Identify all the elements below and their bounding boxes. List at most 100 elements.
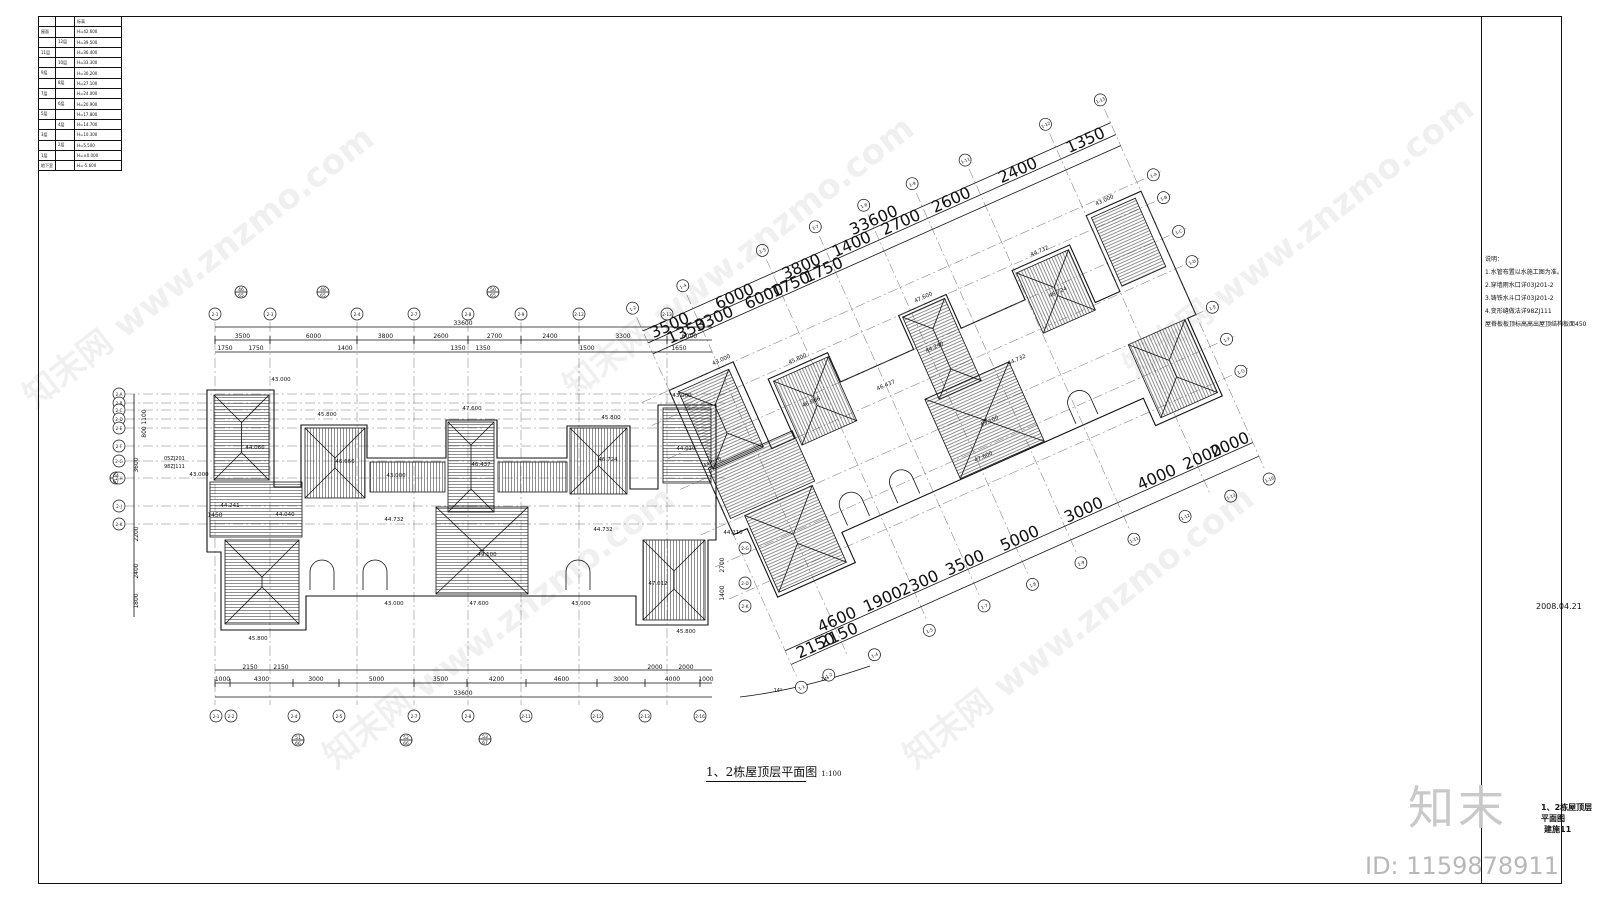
rotated-axis-top: 1-2 (629, 305, 638, 312)
hip-line (673, 588, 706, 621)
rotated-arch-opening (838, 491, 870, 526)
rotated-axis-bottom-bubble (1127, 532, 1141, 546)
section-mark-number: 53 (482, 734, 488, 740)
section-mark-sheet: 66 (403, 741, 409, 747)
axis-bottom: 2-7 (411, 714, 418, 719)
hip-line (812, 356, 829, 397)
rotated-dim-line (652, 145, 1121, 355)
section-mark-number: 52 (403, 735, 409, 741)
hip-line (932, 298, 945, 329)
rotated-axis-line (819, 235, 981, 597)
sub-dim: 1350 (450, 345, 465, 352)
rotated-bottom-dim: 2300 (897, 566, 942, 600)
top-dim: 3500 (235, 333, 250, 340)
axis-bottom: 2-4 (291, 714, 298, 719)
bottom-sub-dim: 2000 (647, 664, 662, 671)
rotated-dim: 2600 (929, 183, 974, 217)
elevation-mark: 45.800 (317, 412, 337, 418)
elevation-mark: 43.000 (386, 473, 406, 479)
rotated-elevation-mark: 44.732 (1007, 354, 1027, 367)
axis-right-bubble (738, 576, 752, 590)
hip-line (712, 432, 728, 470)
axis-bottom: 2-5 (336, 714, 343, 719)
bottom-dim: 4300 (254, 676, 269, 683)
rotated-axis-bottom-bubble (1026, 578, 1039, 591)
angle-label: 14° (821, 677, 830, 683)
rotated-axis-bottom-bubble (1224, 489, 1238, 503)
rotated-axis-top-bubble (676, 279, 690, 293)
rotated-axis-bottom: 1-11 (1129, 535, 1140, 544)
axis-left-bubble (112, 471, 126, 485)
top-dim: 6000 (306, 333, 321, 340)
axis-bottom: 2-1 (213, 714, 220, 719)
roof-hip-b (304, 427, 366, 499)
hip-line (598, 465, 628, 495)
hip-line (984, 361, 1010, 421)
axis-left: 2-G (115, 459, 123, 464)
axis-bottom-bubble (519, 709, 533, 723)
rotated-axis-top: 1-7 (811, 223, 820, 230)
axis-left: 2-F (116, 444, 123, 449)
rotated-axis-top-bubble (958, 153, 972, 167)
elevation-mark: 45.800 (601, 415, 621, 421)
rotated-axis-line (766, 259, 928, 621)
rotated-dim-line (647, 134, 1116, 344)
elevation-mark: 47.600 (462, 406, 482, 412)
elevation-mark: 45.800 (248, 636, 268, 642)
sub-dim: 1650 (671, 345, 686, 352)
notes-heading: 说明： (1485, 256, 1504, 263)
sub-dim: 1500 (579, 345, 594, 352)
sub-dim: 1750 (248, 345, 263, 352)
axis-bottom-bubble (332, 709, 346, 723)
hip-line (984, 419, 1045, 442)
rotated-dim: 2400 (995, 153, 1040, 187)
axis-bottom-bubble (224, 709, 238, 723)
axis-bottom: 2-8 (465, 714, 472, 719)
note-item: 4.变形缝做法详98ZJ111 (1485, 308, 1552, 315)
top-dim: 6000 (682, 333, 697, 340)
plan-scale: 1:100 (821, 770, 842, 778)
axis-top-bubble (407, 307, 421, 321)
hip-line (778, 543, 798, 593)
rotated-axis-bottom: 1-4 (871, 651, 880, 658)
sub-dim: 1400 (337, 345, 352, 352)
hip-line (1128, 344, 1170, 361)
rotated-axis-top-bubble (905, 177, 919, 191)
hip-line (598, 427, 628, 457)
hip-line (435, 506, 483, 551)
hip-line (1168, 319, 1186, 361)
axis-left-bubble (112, 517, 126, 531)
hip-line (1176, 376, 1218, 393)
bottom-dim: 4200 (489, 676, 504, 683)
note-item: 1.水管布置以水施工图为准。 (1485, 269, 1563, 276)
design-notes: 说明： 1.水管布置以水施工图为准。 2.穿墙雨水口详03J201-2 3.铸铁… (1485, 253, 1586, 331)
rotated-axis-bottom-bubble (822, 668, 836, 682)
elevation-mark: 43.000 (571, 601, 591, 607)
hip-line (816, 405, 857, 422)
rotated-axis-right: 1-B (1160, 194, 1168, 201)
rotated-axis-bottom-bubble (795, 680, 808, 694)
rotated-elevation-mark: 44.732 (1030, 245, 1050, 258)
ridge-line (714, 405, 728, 434)
rotated-axis-bottom-bubble (922, 623, 936, 637)
rotated-axis-right: 1-E (1208, 304, 1217, 311)
axis-bottom-bubble (287, 709, 301, 723)
hip-line (481, 550, 529, 595)
axis-left: 2-H (115, 476, 122, 481)
rotated-bottom-dim: 3500 (942, 546, 987, 580)
watermark-logo: 知末 (1408, 781, 1508, 835)
axis-top: 2-9 (518, 312, 525, 317)
overall-dim: 33600 (453, 320, 472, 327)
axis-left: 2-E (116, 426, 123, 431)
bottom-dim: 1000 (698, 676, 713, 683)
rotated-axis-top-bubble (1093, 93, 1107, 107)
title-block-date: 2008.04.21 (1536, 602, 1582, 611)
rotated-bottom-dim: 3000 (1061, 493, 1106, 527)
axis-top-bubble (461, 307, 475, 321)
roof-outline (206, 389, 717, 631)
angle-label: 14° (774, 688, 783, 694)
top-dim: 3300 (615, 333, 630, 340)
hip-line (224, 539, 263, 578)
rotated-roof-flat (707, 430, 816, 519)
axis-bottom-bubble (638, 709, 652, 723)
